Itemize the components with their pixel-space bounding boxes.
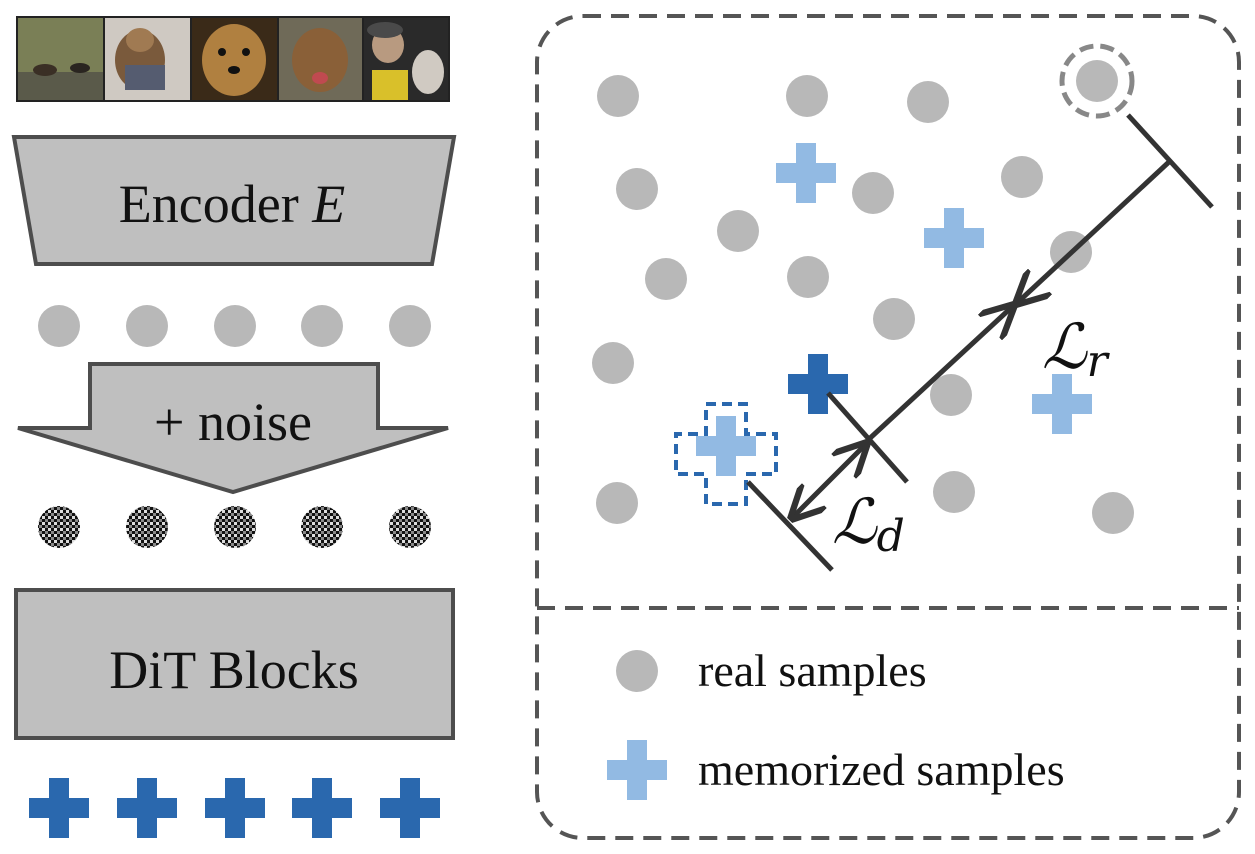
real-sample-dot <box>597 75 639 117</box>
ld-double-arrow <box>792 444 866 518</box>
panel-border <box>535 14 1241 840</box>
encoder-label: Encoder E <box>119 174 345 234</box>
ld-end-bar <box>746 480 834 572</box>
latent-dot <box>214 305 256 347</box>
generated-sample-plus <box>788 354 848 414</box>
noisy-latent-row <box>38 506 431 548</box>
output-plus <box>117 778 177 838</box>
noisy-latent-dot <box>301 506 343 548</box>
noise-arrow: + noise <box>17 362 449 495</box>
memorized-sample-plus-target <box>696 416 756 476</box>
output-plus <box>292 778 352 838</box>
dit-block: DiT Blocks <box>14 588 455 740</box>
real-sample-dot <box>786 75 828 117</box>
noisy-latent-dot <box>38 506 80 548</box>
output-plus <box>205 778 265 838</box>
latent-dot <box>301 305 343 347</box>
memorized-sample-plus <box>924 208 984 268</box>
output-row <box>29 778 440 838</box>
output-plus <box>29 778 89 838</box>
noisy-latent-dot <box>214 506 256 548</box>
lr-arrow-lower <box>866 306 1013 442</box>
memorized-samples <box>696 143 1092 476</box>
noise-label: + noise <box>154 392 312 452</box>
loss-d-label: ℒd <box>832 485 905 562</box>
real-sample-dot <box>873 298 915 340</box>
real-sample-dot <box>645 258 687 300</box>
real-sample-dot <box>907 81 949 123</box>
noisy-latent-dot <box>389 506 431 548</box>
thumbnail-4 <box>279 18 362 100</box>
real-sample-dot <box>787 256 829 298</box>
real-sample-dot <box>592 342 634 384</box>
thumbnail-2 <box>105 18 190 100</box>
real-sample-dot <box>930 374 972 416</box>
memorized-sample-plus <box>1032 374 1092 434</box>
highlighted-real-sample <box>1076 60 1118 102</box>
distance-annotations <box>746 113 1214 572</box>
highlighted-sample-ring <box>1059 43 1135 119</box>
legend-memorized-label: memorized samples <box>698 744 1065 795</box>
output-plus <box>380 778 440 838</box>
real-sample-dot <box>717 210 759 252</box>
thumbnail-5 <box>364 18 448 100</box>
real-sample-dot <box>852 172 894 214</box>
target-highlight-outline <box>674 402 778 506</box>
dit-label: DiT Blocks <box>109 640 359 700</box>
legend-real-marker <box>616 650 658 692</box>
legend-memorized-marker <box>607 740 667 800</box>
latent-row <box>38 305 431 347</box>
legend-real-label: real samples <box>698 645 927 696</box>
latent-dot <box>38 305 80 347</box>
thumbnail-3 <box>192 18 277 100</box>
real-sample-dot <box>1001 156 1043 198</box>
real-sample-dot <box>616 168 658 210</box>
loss-r-label: ℒr <box>1042 310 1111 387</box>
image-strip <box>16 16 450 102</box>
noisy-latent-dot <box>126 506 168 548</box>
legend: real samples memorized samples <box>607 645 1065 800</box>
real-sample-dot <box>596 482 638 524</box>
memorized-sample-plus <box>776 143 836 203</box>
latent-dot <box>126 305 168 347</box>
thumbnail-1 <box>18 18 103 100</box>
latent-space-panel <box>535 14 1241 840</box>
real-sample-dot <box>933 471 975 513</box>
lr-arrow-upper <box>1017 159 1172 303</box>
real-samples <box>592 60 1134 534</box>
real-sample-dot <box>1092 492 1134 534</box>
encoder-block: Encoder E <box>11 135 457 266</box>
latent-dot <box>389 305 431 347</box>
